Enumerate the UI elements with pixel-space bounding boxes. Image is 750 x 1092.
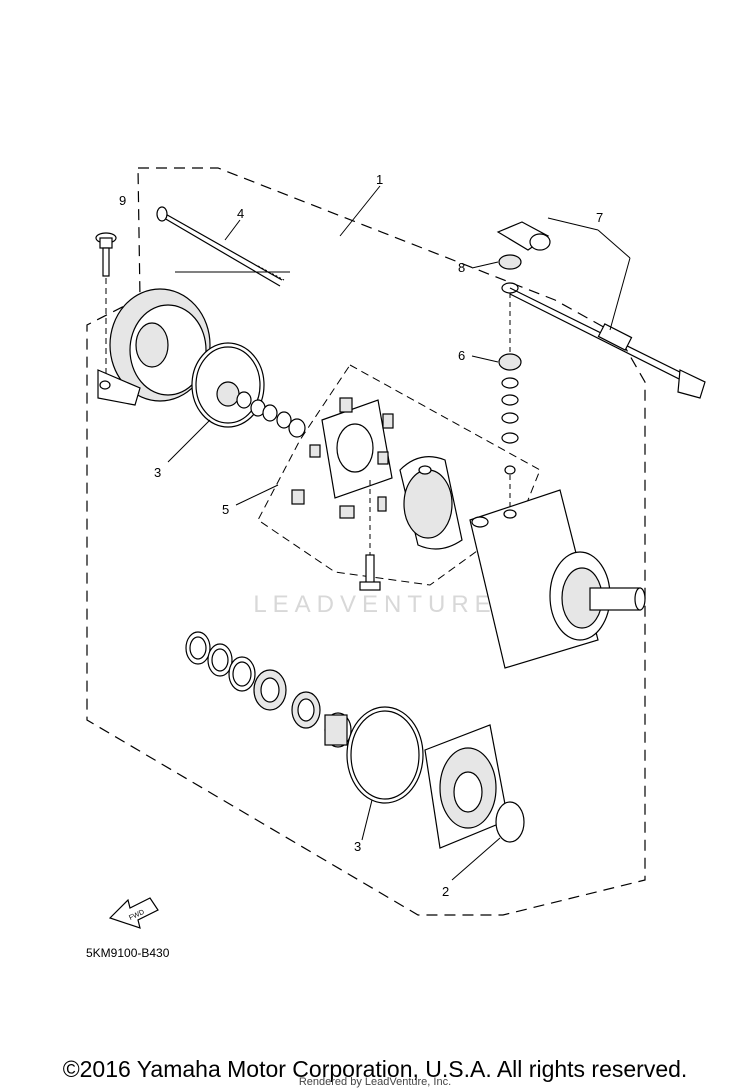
assembly-boundary <box>86 167 646 916</box>
o-ring-lower <box>346 706 424 804</box>
callout-4: 4 <box>237 206 244 221</box>
bushing-washers-upper <box>216 381 306 438</box>
callout-6: 6 <box>458 348 465 363</box>
brush-screw <box>359 480 381 591</box>
brush-holder-ring <box>399 456 463 550</box>
callout-3-lower: 3 <box>354 839 361 854</box>
fwd-arrow-icon: FWD <box>108 897 159 929</box>
callout-5: 5 <box>222 502 229 517</box>
rendered-by-note: Rendered by LeadVenture, Inc. <box>298 1076 452 1088</box>
front-cover <box>424 724 509 849</box>
callout-2: 2 <box>442 884 449 899</box>
callout-3-upper: 3 <box>154 465 161 480</box>
callout-7: 7 <box>596 210 603 225</box>
rear-cover <box>97 288 211 406</box>
lower-washers-bearing <box>185 631 352 748</box>
leader-lines <box>167 185 631 881</box>
terminal-nut-washers <box>498 254 522 519</box>
through-bolt <box>156 206 285 287</box>
watermark-logo: LEADVENTURE <box>253 591 496 618</box>
diagram-code: 5KM9100-B430 <box>86 946 170 960</box>
callout-9: 9 <box>119 193 126 208</box>
o-ring-small <box>495 801 525 843</box>
callout-8: 8 <box>458 260 465 275</box>
svg-text:LEADVENTURE: LEADVENTURE <box>253 591 496 618</box>
brush-holder-group-boundary <box>257 364 541 586</box>
callout-1: 1 <box>376 172 383 187</box>
brush-plate <box>291 397 394 519</box>
motor-yoke <box>469 489 646 669</box>
copyright-notice: ©2016 Yamaha Motor Corporation, U.S.A. A… <box>62 1056 688 1082</box>
lead-wire <box>496 221 706 399</box>
flange-bolt <box>95 232 117 380</box>
